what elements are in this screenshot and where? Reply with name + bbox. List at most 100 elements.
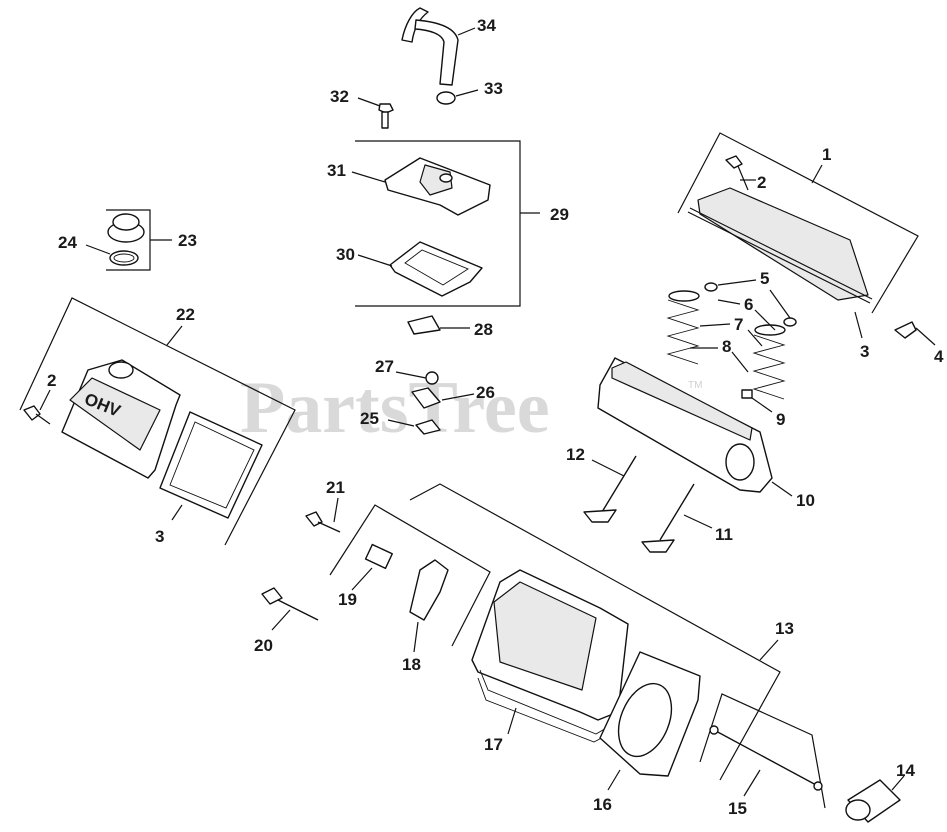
leader-8-b [731, 351, 749, 373]
clamp-33 [436, 91, 456, 105]
bracket-group-14-15 [699, 693, 826, 809]
breather-plate-30-inner [404, 249, 469, 286]
leader-31 [351, 171, 386, 183]
leader-33 [455, 89, 479, 97]
valve-12-head [583, 509, 617, 523]
bracket-group-13 [409, 483, 781, 781]
valve-spring-7-left [666, 299, 700, 365]
leader-1 [811, 164, 823, 184]
leader-10 [771, 481, 793, 497]
cylinder-head-10-port [725, 443, 755, 481]
part-26 [411, 387, 441, 409]
bracket-4 [894, 321, 917, 339]
callout-29: 29 [550, 205, 569, 224]
bracket-group-29 [355, 140, 521, 307]
callout-1: 1 [822, 145, 831, 164]
valve-spring-set-left [666, 282, 718, 365]
bolt-2-right-shank [737, 165, 749, 191]
callout-33: 33 [484, 79, 503, 98]
callout-3-left: 3 [155, 527, 164, 546]
keeper-5-left [704, 282, 718, 292]
callout-3-right: 3 [860, 342, 869, 361]
watermark-tm: TM [688, 380, 702, 391]
push-rod-15-end-a [709, 725, 719, 735]
leader-16 [607, 769, 621, 791]
callout-24: 24 [58, 233, 77, 252]
callout-31: 31 [327, 161, 346, 180]
leader-21 [333, 497, 339, 523]
callout-10: 10 [796, 491, 815, 510]
leader-6-a [717, 299, 741, 305]
leader-4 [915, 327, 936, 346]
callout-6: 6 [744, 295, 753, 314]
part-25 [415, 419, 441, 435]
leader-19 [351, 567, 373, 591]
bolt-2-right-head [725, 155, 743, 169]
valve-11-stem [659, 483, 695, 541]
spring-retainer-6-right [754, 324, 786, 336]
callout-19: 19 [338, 590, 357, 609]
leader-26 [441, 393, 475, 401]
callout-12: 12 [566, 445, 585, 464]
leader-32 [357, 97, 381, 107]
screw-27 [425, 371, 439, 385]
leader-5-a [717, 279, 757, 286]
bolt-21-shank [317, 521, 341, 533]
valve-11-head [641, 539, 675, 553]
screw-32-head [378, 103, 394, 114]
bolt-20-head [261, 587, 283, 605]
bracket-group-1 [677, 132, 919, 314]
gasket-3-left-inner [169, 421, 255, 509]
leader-3-right [854, 311, 863, 339]
breather-cover-31-boss [419, 164, 453, 196]
leader-2-left [39, 389, 51, 411]
bracket-group-18-19 [329, 504, 491, 647]
callout-23: 23 [178, 231, 197, 250]
valve-spring-set-right [752, 317, 797, 400]
breather-plate-30 [389, 241, 483, 297]
leader-27 [395, 371, 427, 379]
valve-cover-22-top [69, 377, 161, 451]
cylinder-head-17-top [493, 581, 597, 691]
leader-3-left [171, 504, 183, 521]
callout-20: 20 [254, 636, 273, 655]
callout-34: 34 [477, 16, 496, 35]
callout-28: 28 [474, 320, 493, 339]
filter-28 [407, 315, 441, 335]
leader-7-b [747, 329, 763, 347]
callout-16: 16 [593, 795, 612, 814]
leader-18 [413, 621, 419, 653]
leader-14 [891, 775, 905, 791]
callout-26: 26 [476, 383, 495, 402]
screw-32-shank [381, 111, 389, 129]
callout-11: 11 [715, 525, 733, 544]
spring-retainer-6-left [668, 290, 700, 302]
bolt-20-shank [277, 599, 319, 621]
leader-5-b [769, 289, 791, 319]
callout-7: 7 [734, 315, 743, 334]
leader-9 [751, 397, 773, 413]
fill-neck [108, 361, 134, 379]
leader-11 [683, 514, 713, 529]
gasket-3-right-edge [689, 207, 873, 300]
watermark-text: PartsTree [240, 367, 550, 449]
leader-25 [387, 419, 415, 427]
callout-4: 4 [934, 347, 944, 366]
oil-cap-seal-24 [109, 250, 139, 266]
callout-14: 14 [896, 761, 915, 780]
callout-30: 30 [336, 245, 355, 264]
callout-2-right: 2 [757, 173, 766, 192]
head-gasket-16-bore [617, 682, 673, 758]
bracket-group-22 [19, 297, 296, 546]
breather-tube-34-body [414, 19, 459, 86]
tappet-14-face [845, 799, 871, 821]
leader-6-b [754, 309, 776, 331]
bolt-2-left-head [23, 405, 41, 421]
leader-7-a [699, 323, 731, 327]
callout-9: 9 [776, 410, 785, 429]
valve-cover-1 [697, 187, 869, 301]
oil-fill-cap-23-top [112, 213, 140, 231]
bolt-2-left-shank [35, 413, 51, 425]
pivot-19 [364, 543, 393, 570]
